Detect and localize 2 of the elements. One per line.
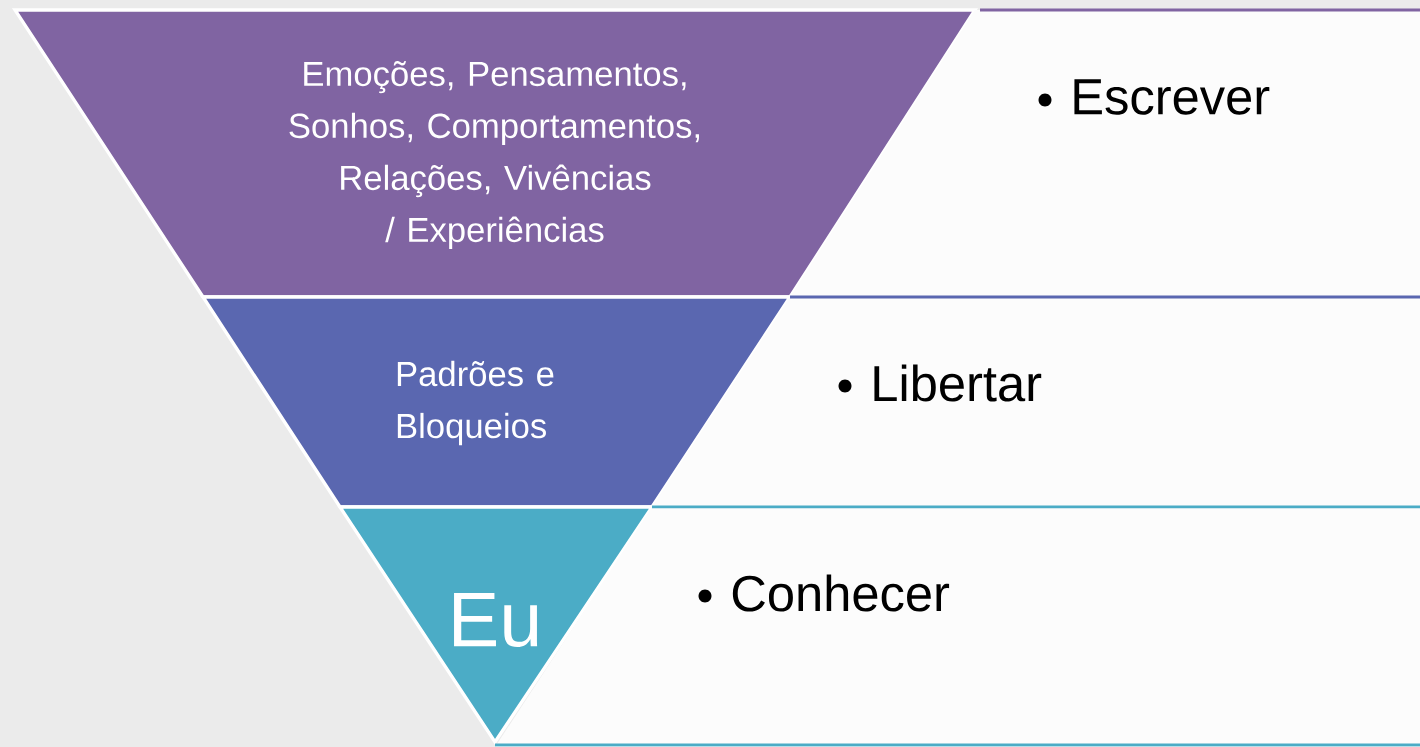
bullet-panel: Libertar	[652, 295, 1420, 507]
bullet-panel: Escrever	[790, 8, 1420, 297]
